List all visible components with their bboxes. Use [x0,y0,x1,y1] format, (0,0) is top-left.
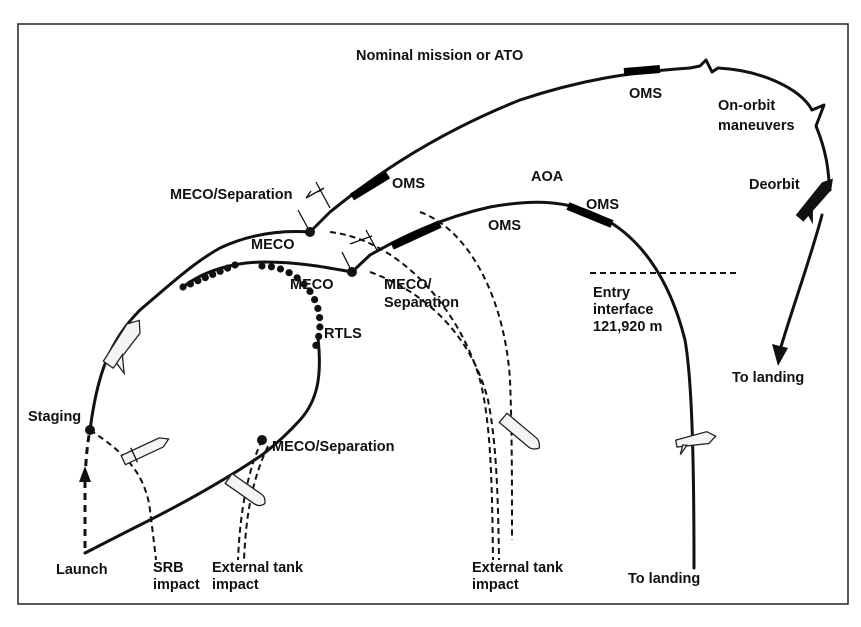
oms-burn-nominal-1 [349,171,391,201]
rtls-dot [311,296,319,304]
deorbit-to-landing [778,213,824,352]
rtls-return [260,336,321,457]
rtls-dot [224,264,232,272]
et-dashed-right-1 [329,231,494,561]
rtls-dot [201,274,209,282]
rtls-dot [285,269,293,277]
oms-burn-aoa-2 [566,202,614,228]
rtls-glide [83,453,264,555]
launch-to-staging-dashed [83,429,92,479]
label-aoa: AOA [531,169,564,185]
srb-icon [120,437,170,466]
rtls-dot [316,314,324,322]
meco-sep-low-node [257,435,267,445]
label-entry-3: 121,920 m [593,319,662,335]
label-oms-aoa-1: OMS [488,218,521,234]
label-et-left-2: impact [212,577,259,593]
staging-node [85,425,95,435]
rtls-dot [300,280,308,288]
label-launch: Launch [56,562,108,578]
rtls-dot [216,267,224,275]
label-meco-sep-low: MECO/Separation [272,439,394,455]
external-tank-right-icon [498,412,541,450]
shuttle-deorbit-icon [795,178,833,225]
rtls-dot [231,261,239,269]
label-deorbit: Deorbit [749,177,800,193]
diagram-frame [17,23,849,605]
label-et-right-1: External tank [472,560,564,576]
et-dashed-right-2 [369,271,500,561]
label-et-left-1: External tank [212,560,304,576]
et-dashed-right-3 [419,211,513,541]
label-meco-2: MECO [290,277,334,293]
label-meco-sep-mid-1: MECO/ [384,277,432,293]
rtls-dot [306,287,314,295]
rtls-dot [276,265,285,273]
label-oms-mid: OMS [392,176,425,192]
aoa-trajectory [350,200,696,570]
meco-sep-top-arrowheads [305,187,325,199]
rtls-dots [179,261,324,349]
rtls-dot [314,304,322,312]
label-to-landing-bottom: To landing [628,571,700,587]
label-rtls: RTLS [324,326,362,342]
on-orbit-segment [688,58,832,192]
label-on-orbit-1: On-orbit [718,98,775,114]
rtls-dot [267,263,275,271]
meco-node-2 [347,267,357,277]
to-landing-right-arrow-icon [772,344,788,366]
label-staging: Staging [28,409,81,425]
rtls-dot [186,280,194,288]
label-meco-sep-top: MECO/Separation [170,187,292,203]
meco-sep-top-bracket [297,181,331,233]
label-meco-1: MECO [251,237,295,253]
label-et-right-2: impact [472,577,519,593]
oms-burn-aoa-1 [390,220,442,250]
label-entry-1: Entry [593,285,630,301]
label-nominal: Nominal mission or ATO [356,48,523,64]
ascent-trajectory [88,230,312,432]
srb-dashed-arc [89,429,157,561]
rtls-dot [194,277,202,285]
shuttle-ascent-icon [102,319,141,376]
label-srb-1: SRB [153,560,184,576]
label-srb-2: impact [153,577,200,593]
shuttle-entry-icon [675,430,717,455]
label-meco-sep-mid-2: Separation [384,295,459,311]
label-entry-2: interface [593,302,653,318]
rtls-dot [316,323,324,331]
meco-node-1 [305,227,315,237]
rtls-dot [209,270,217,278]
label-on-orbit-2: maneuvers [718,118,795,134]
external-tank-left-icon [224,472,266,507]
label-oms-top: OMS [629,86,662,102]
rtls-dot [258,262,266,270]
rtls-dot [293,274,301,282]
oms-burn-nominal-2 [623,65,661,76]
rtls-dot [179,283,187,291]
label-to-landing-right: To landing [732,370,804,386]
label-oms-aoa-2: OMS [586,197,619,213]
